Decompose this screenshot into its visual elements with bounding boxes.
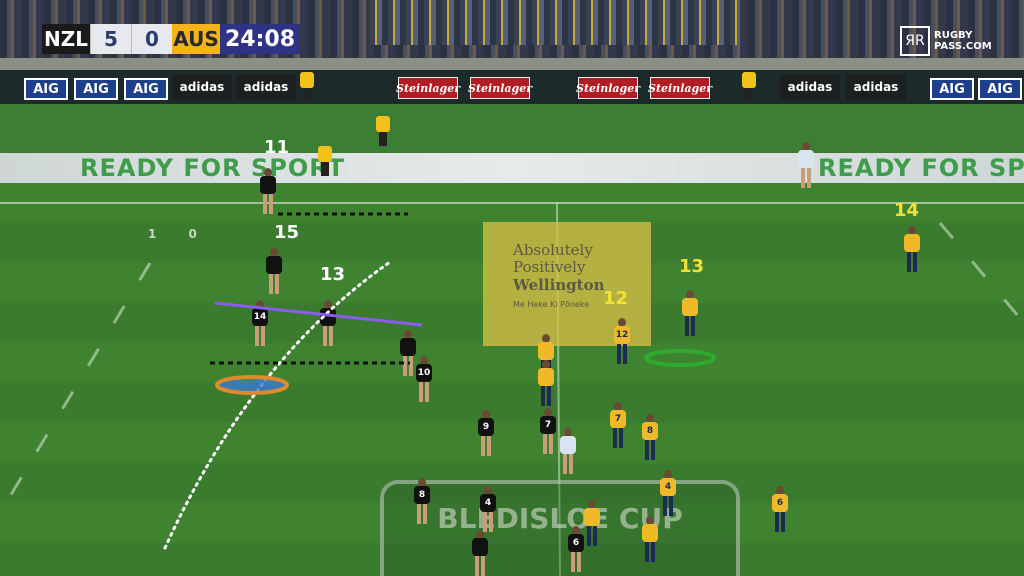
match-clock: 24:08 <box>220 24 300 54</box>
crowd-stand-center <box>370 0 740 45</box>
nz-player: 10 <box>414 356 434 402</box>
aus-player: 4 <box>658 470 678 516</box>
aus-player <box>902 226 922 272</box>
nz-player <box>264 248 284 294</box>
logo-line: Me Heke Ki Pōneke <box>513 300 590 309</box>
nz-player: 9 <box>476 410 496 456</box>
aus-player <box>582 500 602 546</box>
pitch-surround <box>0 104 1024 152</box>
away-team: AUS <box>172 24 220 54</box>
ten-metre-marker: 1 0 <box>148 227 211 241</box>
ad-aig: AIG <box>24 78 68 100</box>
five-metre-line <box>938 222 1024 324</box>
ad-adidas: adidas <box>172 74 232 100</box>
aus-player: 7 <box>608 402 628 448</box>
steward <box>742 66 756 102</box>
nz-player: 7 <box>538 408 558 454</box>
nz-label-11: 11 <box>264 137 290 158</box>
ad-aig: AIG <box>930 78 974 100</box>
logo-text: RUGBY <box>934 30 973 41</box>
nz-player: 14 <box>250 300 270 346</box>
aus-label-13: 13 <box>679 256 705 277</box>
ad-adidas: adidas <box>236 74 296 100</box>
aus-player <box>640 516 660 562</box>
ad-aig: AIG <box>124 78 168 100</box>
aus-label-14: 14 <box>894 200 920 221</box>
nz-player <box>398 330 418 376</box>
aus-player <box>536 360 556 406</box>
touch-judge <box>318 140 332 176</box>
ad-steinlager: Steinlager <box>468 77 532 99</box>
aus-player: 8 <box>640 414 660 460</box>
attack-path-line <box>163 260 392 550</box>
sideline-banner <box>0 153 1024 183</box>
nz-label-15: 15 <box>274 222 300 243</box>
ad-steinlager: Steinlager <box>396 77 460 99</box>
aus-player: 6 <box>770 486 790 532</box>
rugbypass-logo: ЯR RUGBY PASS.COM <box>900 26 992 56</box>
nz-label-13: 13 <box>320 264 346 285</box>
banner-text-right: READY FOR SP <box>818 154 1024 182</box>
stand-wall <box>0 58 1024 70</box>
logo-line: Wellington <box>513 276 605 294</box>
ad-steinlager: Steinlager <box>576 77 640 99</box>
nz-player: 8 <box>412 478 432 524</box>
ad-adidas: adidas <box>780 74 840 100</box>
nz-player: 4 <box>478 486 498 532</box>
home-team: NZL <box>42 24 90 54</box>
home-score: 5 <box>90 24 131 54</box>
rugbypass-mark-icon: ЯR <box>900 26 930 56</box>
touch-judge <box>796 142 816 188</box>
nz-player <box>318 300 338 346</box>
logo-line: Absolutely <box>513 241 593 259</box>
ad-aig: AIG <box>978 78 1022 100</box>
aus-player <box>680 290 700 336</box>
nz-player: 6 <box>566 526 586 572</box>
steward <box>300 66 314 102</box>
away-score: 0 <box>131 24 172 54</box>
aus-player-marker <box>644 349 716 367</box>
aus-label-12: 12 <box>603 288 629 309</box>
nz-player <box>470 530 490 576</box>
referee <box>558 428 578 474</box>
ad-adidas: adidas <box>846 74 906 100</box>
nz-player-marker <box>215 375 289 395</box>
bledisloe-cup-pitch-logo: BLEDISLOE CUP <box>380 480 740 576</box>
logo-line: Positively <box>513 258 586 276</box>
banner-text-left: READY FOR SPORT <box>80 154 346 182</box>
steward <box>376 110 390 146</box>
logo-text: PASS.COM <box>934 41 992 52</box>
nz-player <box>258 168 278 214</box>
aus-player: 12 <box>612 318 632 364</box>
scoreboard: NZL 5 0 AUS 24:08 <box>42 24 300 54</box>
defensive-line <box>214 301 423 327</box>
ad-aig: AIG <box>74 78 118 100</box>
ad-steinlager: Steinlager <box>648 77 712 99</box>
